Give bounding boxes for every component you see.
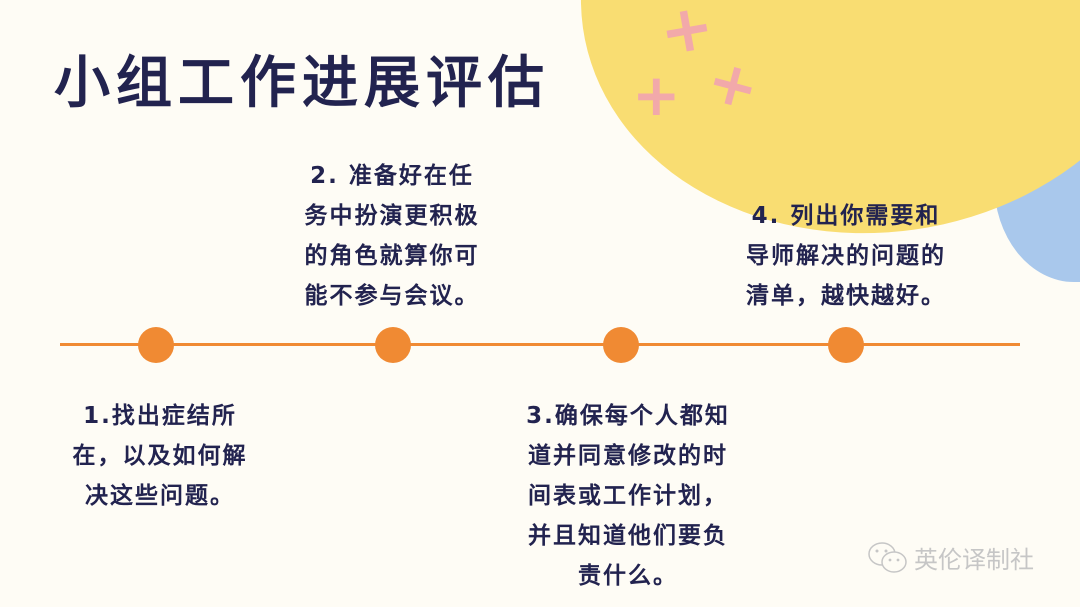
step-3: 3.确保每个人都知 道并同意修改的时 间表或工作计划， 并且知道他们要负 责什么… xyxy=(488,396,768,596)
step-3-line: 责什么。 xyxy=(578,563,678,589)
step-3-line: 道并同意修改的时 xyxy=(528,443,728,469)
step-2: 2. 准备好在任 务中扮演更积极 的角色就算你可 能不参与会议。 xyxy=(272,156,512,316)
step-3-line: 间表或工作计划， xyxy=(528,483,728,509)
step-1-line: 决这些问题。 xyxy=(85,483,235,509)
step-4-line: 清单，越快越好。 xyxy=(746,283,946,309)
step-3-line: 并且知道他们要负 xyxy=(528,523,728,549)
step-2-line: 务中扮演更积极 xyxy=(304,203,480,229)
step-4: 4. 列出你需要和 导师解决的问题的 清单，越快越好。 xyxy=(716,196,976,316)
step-1-line: 1.找出症结所 xyxy=(83,403,237,429)
step-4-line: 导师解决的问题的 xyxy=(746,243,946,269)
step-2-line: 能不参与会议。 xyxy=(304,283,480,309)
step-4-line: 4. 列出你需要和 xyxy=(751,203,941,229)
timeline-dot-1 xyxy=(138,327,174,363)
slide-title: 小组工作进展评估 xyxy=(54,51,550,116)
timeline-dot-2 xyxy=(375,327,411,363)
step-1: 1.找出症结所 在，以及如何解 决这些问题。 xyxy=(40,396,280,516)
timeline-line xyxy=(60,343,1020,346)
step-2-line: 的角色就算你可 xyxy=(304,243,480,269)
wechat-icon xyxy=(866,541,910,575)
watermark: 英伦译制社 xyxy=(866,540,1034,575)
step-3-line: 3.确保每个人都知 xyxy=(526,403,730,429)
timeline-dot-3 xyxy=(603,327,639,363)
step-2-line: 2. 准备好在任 xyxy=(310,163,474,189)
step-1-line: 在，以及如何解 xyxy=(72,443,248,469)
sparkle-icon: + xyxy=(653,0,720,72)
timeline-dot-4 xyxy=(828,327,864,363)
sparkle-icon: + xyxy=(632,61,681,129)
watermark-label: 英伦译制社 xyxy=(914,546,1034,574)
